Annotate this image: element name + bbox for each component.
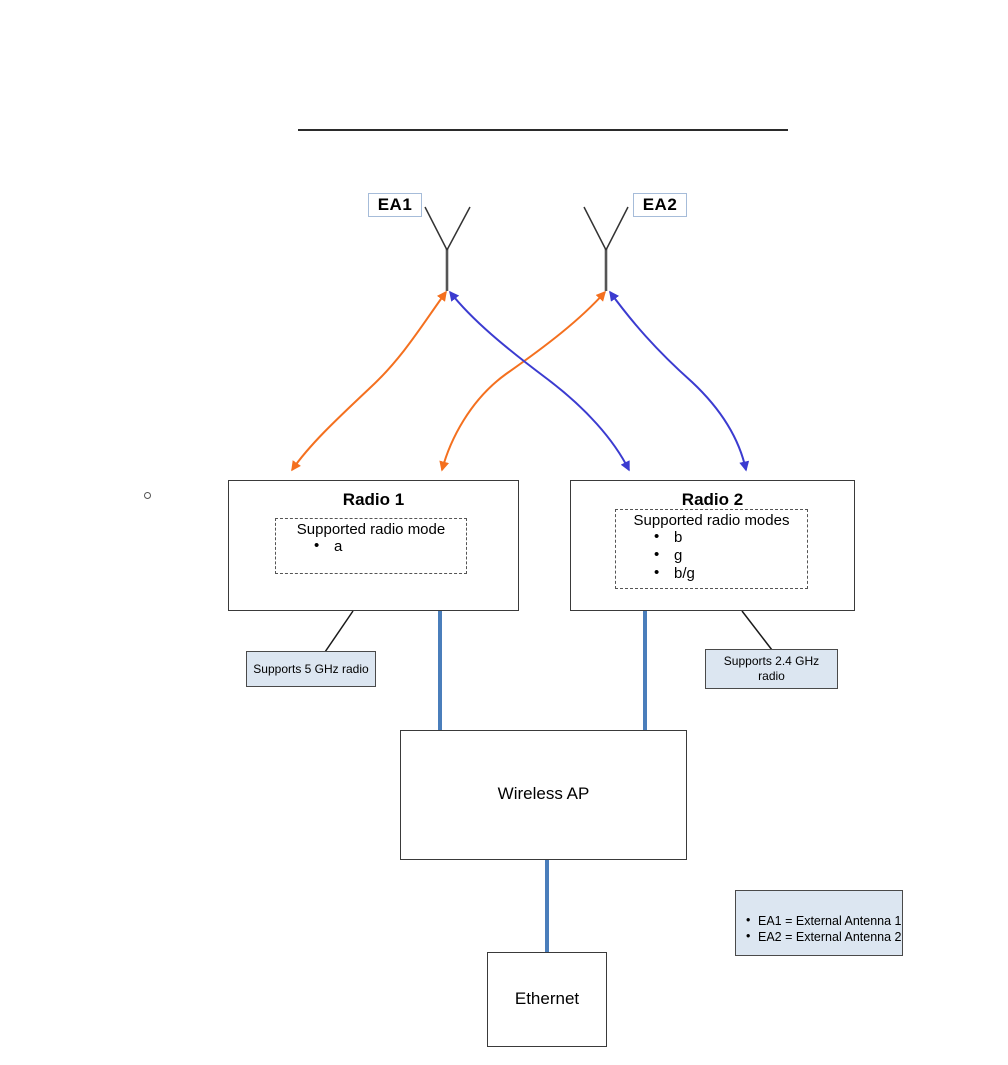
radio1-modes-box: Supported radio mode a <box>275 518 467 574</box>
rf-link-ea1-radio2 <box>449 290 630 472</box>
wireless-ap-node[interactable]: Wireless AP <box>400 730 687 860</box>
rf-link-ea1-radio1 <box>291 290 447 472</box>
antenna-ea1-icon <box>424 206 471 291</box>
radio2-mode-item: b/g <box>616 564 807 583</box>
antenna-label-ea1: EA1 <box>368 193 422 217</box>
leader-line-24ghz-note <box>741 610 773 651</box>
header-divider <box>298 129 788 131</box>
radio2-modes-list: b g b/g <box>616 528 807 583</box>
ethernet-node[interactable]: Ethernet <box>487 952 607 1047</box>
legend-item: EA2 = External Antenna 2 <box>746 928 902 945</box>
rf-link-ea2-radio2 <box>609 290 750 472</box>
radio2-mode-item: b <box>616 528 807 547</box>
note-5ghz: Supports 5 GHz radio <box>246 651 376 687</box>
radio2-node[interactable]: Radio 2 Supported radio modes b g b/g <box>570 480 855 611</box>
legend-box: EA1 = External Antenna 1 EA2 = External … <box>735 890 903 956</box>
note-24ghz: Supports 2.4 GHz radio <box>705 649 838 689</box>
antenna-label-ea2: EA2 <box>633 193 687 217</box>
wireless-ap-label: Wireless AP <box>497 784 590 803</box>
radio1-node[interactable]: Radio 1 Supported radio mode a <box>228 480 519 611</box>
radio1-mode-item: a <box>276 537 466 556</box>
radio1-modes-list: a <box>276 537 466 556</box>
radio2-modes-heading: Supported radio modes <box>633 512 790 529</box>
radio2-modes-box: Supported radio modes b g b/g <box>615 509 808 589</box>
radio2-mode-item: g <box>616 546 807 565</box>
radio2-title: Radio 2 <box>681 490 744 509</box>
radio1-modes-heading: Supported radio mode <box>296 521 446 538</box>
rf-link-ea2-radio1 <box>439 290 606 472</box>
legend-list: EA1 = External Antenna 1 EA2 = External … <box>746 912 902 945</box>
antenna-ea2-icon <box>583 206 629 291</box>
stray-bullet-mark <box>144 492 151 499</box>
radio1-title: Radio 1 <box>342 490 405 509</box>
ethernet-label: Ethernet <box>514 989 580 1008</box>
leader-line-5ghz-note <box>324 610 354 653</box>
legend-item: EA1 = External Antenna 1 <box>746 912 902 929</box>
